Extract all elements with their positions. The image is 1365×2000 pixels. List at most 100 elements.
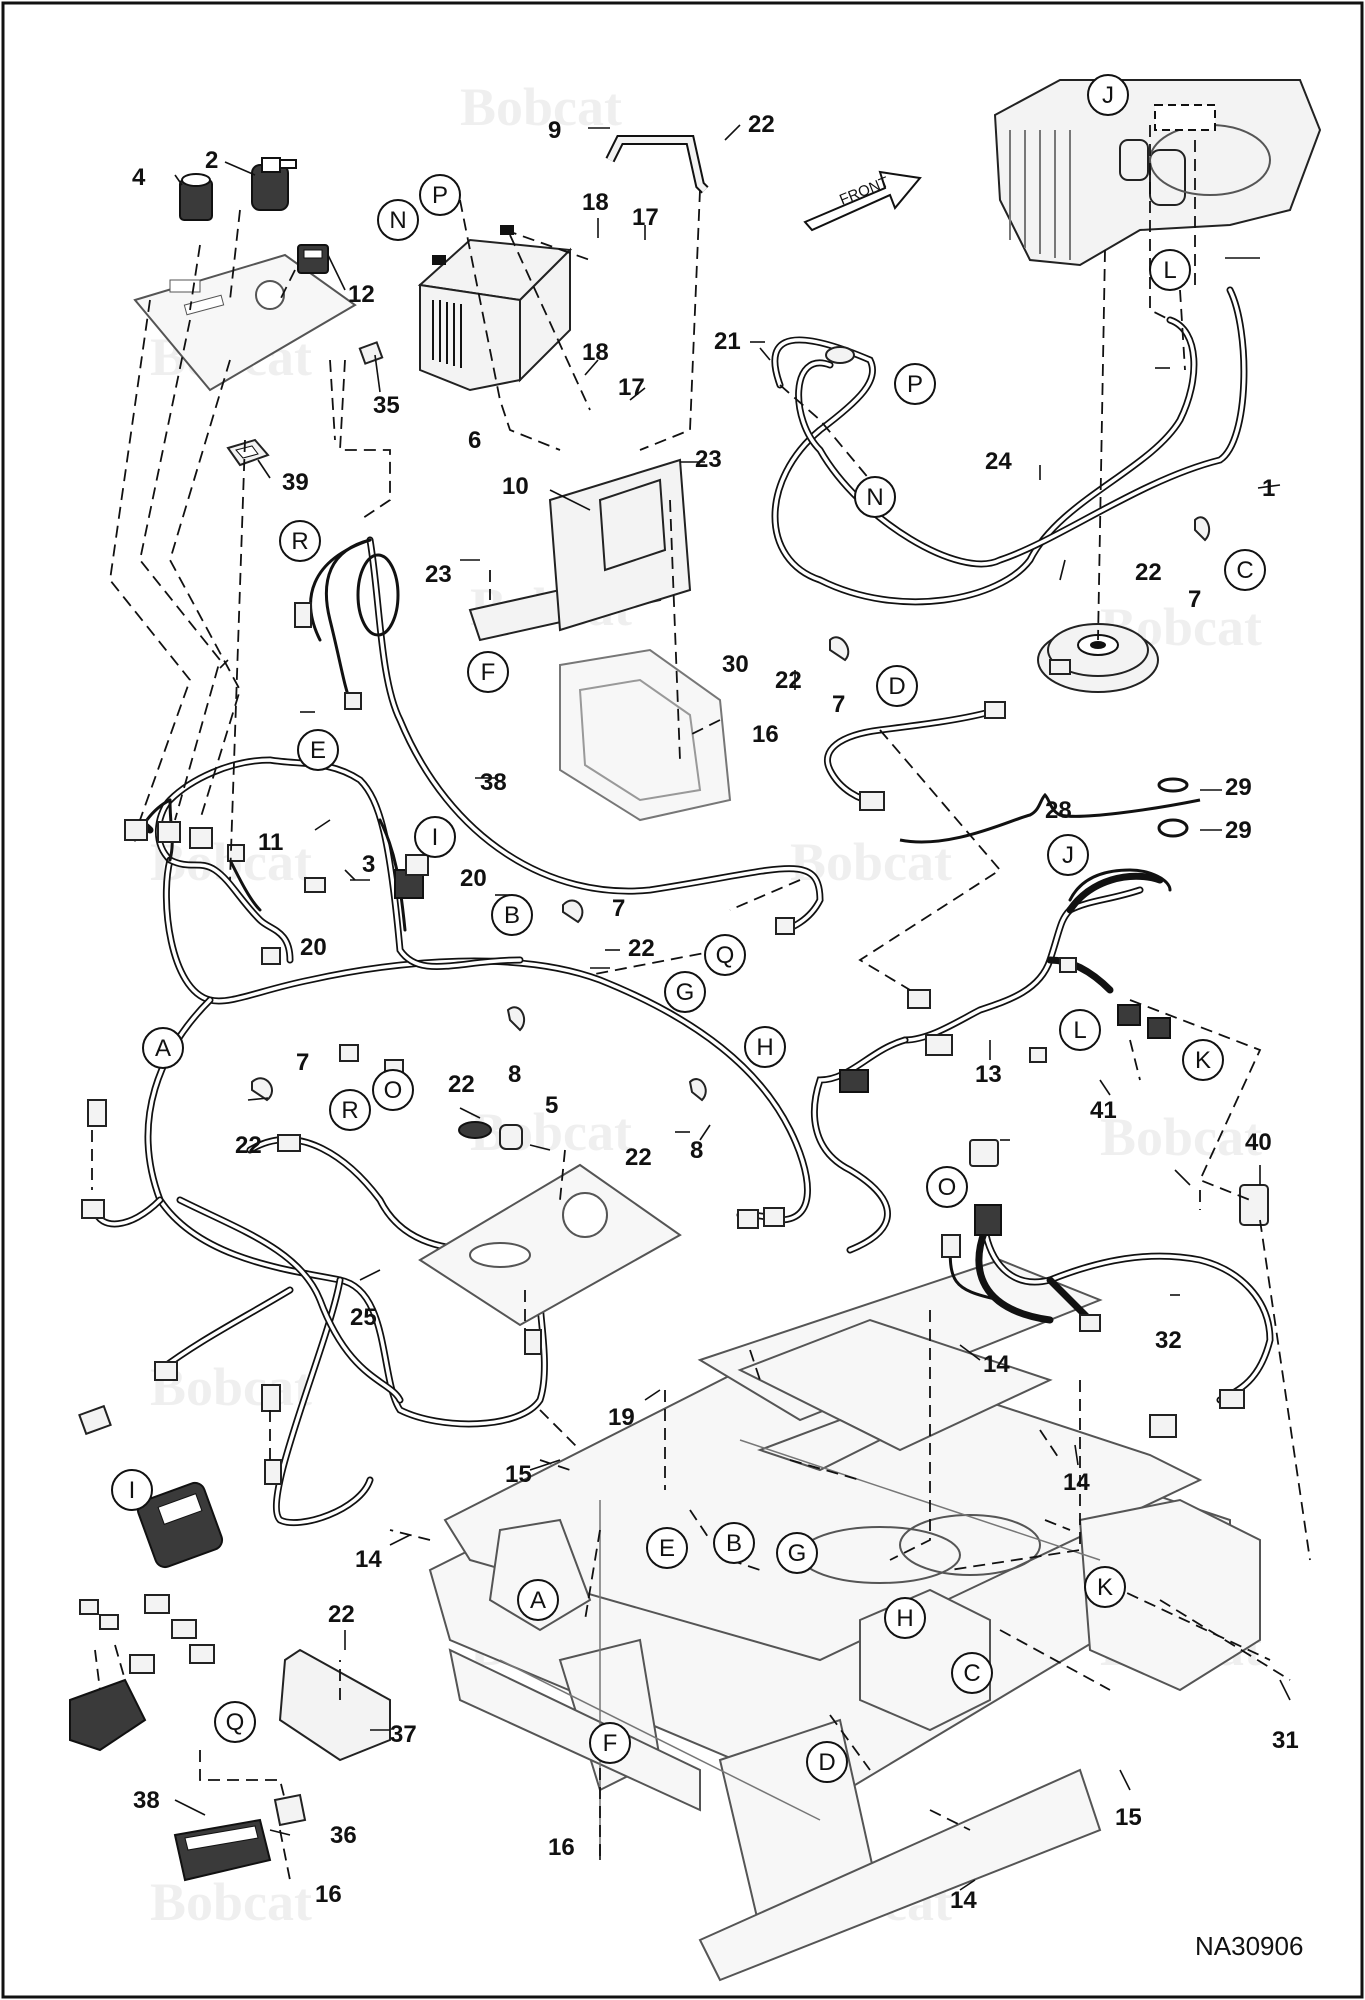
part-number-1: 1 <box>1262 475 1275 502</box>
key-switch <box>251 157 297 211</box>
dashed-leaders <box>91 125 1311 1881</box>
callout-g: G <box>664 971 706 1013</box>
part-number-24: 24 <box>985 448 1012 475</box>
connector <box>157 821 181 843</box>
bracket-32 <box>273 1793 307 1827</box>
svg-text:I: I <box>432 824 439 851</box>
connector <box>189 827 213 849</box>
connector <box>925 1034 953 1056</box>
svg-text:A: A <box>155 1035 171 1062</box>
part-number-22: 22 <box>448 1071 475 1098</box>
svg-text:F: F <box>481 659 496 686</box>
connector <box>1149 1414 1177 1438</box>
battery-tray <box>468 458 692 642</box>
watermark-text: Bobcat <box>460 77 622 137</box>
connector <box>78 1404 112 1436</box>
module-i <box>136 1481 224 1569</box>
callout-h: H <box>744 1026 786 1068</box>
part-number-38: 41 <box>1090 1097 1117 1124</box>
harness-13 <box>811 868 1172 1254</box>
part-number-31: 35 <box>373 392 400 419</box>
connector <box>1059 957 1077 973</box>
connector <box>839 1069 869 1093</box>
battery <box>417 225 573 392</box>
svg-text:D: D <box>818 1749 835 1776</box>
svg-text:R: R <box>341 1097 358 1124</box>
connector <box>261 947 281 965</box>
part-number-34: 38 <box>133 1787 160 1814</box>
svg-text:E: E <box>659 1535 675 1562</box>
cable-tie-27 <box>1157 777 1189 793</box>
chassis-frame <box>428 1258 1261 1982</box>
svg-text:C: C <box>963 1660 980 1687</box>
part-number-7: 7 <box>296 1049 309 1076</box>
callout-e: E <box>646 1527 688 1569</box>
part-number-33: 37 <box>390 1721 417 1748</box>
callout-b: B <box>713 1522 755 1564</box>
svg-text:C: C <box>1236 557 1253 584</box>
callout-a: A <box>517 1579 559 1621</box>
connector <box>264 1459 282 1485</box>
callout-o: O <box>926 1166 968 1208</box>
callout-o: O <box>372 1069 414 1111</box>
console-panel <box>133 253 357 392</box>
clip-7 <box>562 899 584 924</box>
svg-text:N: N <box>389 207 406 234</box>
svg-text:B: B <box>726 1530 742 1557</box>
connector <box>1079 1314 1101 1332</box>
connector <box>524 1329 542 1355</box>
callout-i: I <box>111 1469 153 1511</box>
connector <box>339 1044 359 1062</box>
pto-harness-26 <box>824 701 1201 844</box>
svg-text:J: J <box>1062 842 1074 869</box>
part-number-19: 19 <box>608 1404 635 1431</box>
part-number-20: 20 <box>460 865 487 892</box>
part-number-2: 2 <box>205 147 218 174</box>
svg-text:F: F <box>603 1730 618 1757</box>
part-number-23: 23 <box>425 561 452 588</box>
connector <box>984 701 1006 719</box>
part-number-26: 28 <box>1045 797 1072 824</box>
part-number-9: 9 <box>548 117 561 144</box>
watermark-text: Bobcat <box>1100 1107 1262 1167</box>
callout-c: C <box>1224 549 1266 591</box>
callout-q: Q <box>704 934 746 976</box>
svg-text:H: H <box>896 1605 913 1632</box>
part-number-22: 22 <box>328 1601 355 1628</box>
callout-k: K <box>1084 1566 1126 1608</box>
connector <box>87 1099 107 1127</box>
part-number-13: 13 <box>975 1061 1002 1088</box>
part-number-22: 22 <box>775 667 802 694</box>
connector <box>261 1384 281 1412</box>
callout-f: F <box>467 651 509 693</box>
mount-plate <box>559 648 732 822</box>
part-number-14: 14 <box>950 1887 977 1914</box>
part-number-17: 17 <box>618 374 645 401</box>
part-number-16: 16 <box>548 1834 575 1861</box>
connector <box>227 844 245 862</box>
svg-text:Q: Q <box>226 1709 245 1736</box>
svg-text:K: K <box>1195 1047 1211 1074</box>
module-37 <box>1239 1184 1269 1226</box>
clip-8 <box>506 1006 526 1032</box>
clip-8 <box>688 1078 707 1102</box>
callout-j: J <box>1087 74 1129 116</box>
connector <box>124 819 148 841</box>
harness-30 <box>941 1204 1274 1438</box>
part-number-7: 7 <box>832 691 845 718</box>
pto-clutch <box>1037 623 1159 693</box>
svg-text:K: K <box>1097 1574 1113 1601</box>
connector-31 <box>358 341 384 365</box>
svg-text:G: G <box>788 1540 807 1567</box>
part-number-4: 4 <box>132 164 146 191</box>
connector <box>405 854 429 876</box>
svg-text:I: I <box>129 1477 136 1504</box>
connector <box>277 1134 301 1152</box>
part-number-35: 38 <box>480 769 507 796</box>
svg-text:J: J <box>1102 82 1114 109</box>
callout-l: L <box>1059 1009 1101 1051</box>
part-number-8: 8 <box>508 1061 521 1088</box>
part-number-29: 30 <box>722 651 749 678</box>
battery-cable-24 <box>771 286 1248 606</box>
